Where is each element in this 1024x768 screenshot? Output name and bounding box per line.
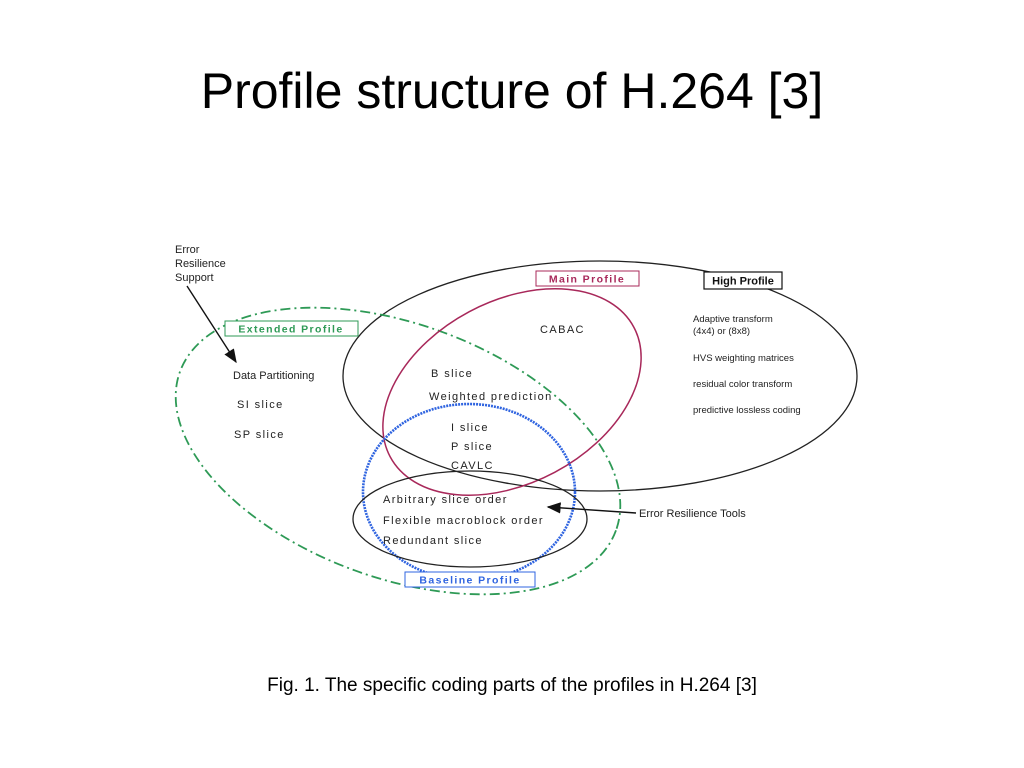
main-profile-label: Main Profile	[549, 274, 625, 286]
feature-arbitrary-slice-order: Arbitrary slice order	[383, 494, 508, 506]
main-profile-label-box	[535, 270, 640, 287]
feature-cavlc: CAVLC	[451, 460, 494, 472]
error-tools-ellipse	[352, 470, 588, 568]
support-arrow	[186, 285, 237, 364]
slide-title: Profile structure of H.264 [3]	[200, 63, 824, 119]
baseline-profile-label: Baseline Profile	[419, 575, 520, 587]
feature-data-partitioning: Data Partitioning	[233, 370, 314, 382]
extended-profile-label: Extended Profile	[238, 324, 343, 336]
feature-cabac: CABAC	[540, 324, 585, 336]
feature-weighted-prediction: Weighted prediction	[429, 391, 553, 403]
support-label-line-3: Support	[175, 272, 214, 284]
main-profile-ellipse	[382, 288, 642, 496]
feature-predictive-lossless: predictive lossless coding	[693, 405, 801, 416]
profile-diagram: Error Resilience Support Extended Profil…	[170, 232, 860, 617]
feature-flexible-macroblock-order: Flexible macroblock order	[383, 515, 544, 527]
feature-adaptive-transform: Adaptive transform	[693, 314, 773, 325]
feature-p-slice: P slice	[451, 441, 493, 453]
feature-b-slice: B slice	[431, 368, 473, 380]
error-tools-label: Error Resilience Tools	[639, 508, 746, 520]
extended-profile-label-box	[224, 320, 359, 337]
feature-transform-size: (4x4) or (8x8)	[693, 326, 750, 337]
support-label-line-1: Error	[175, 244, 200, 256]
tools-arrow	[546, 502, 637, 514]
extended-profile-ellipse	[174, 306, 622, 596]
feature-redundant-slice: Redundant slice	[383, 535, 483, 547]
figure-caption: Fig. 1. The specific coding parts of the…	[267, 675, 757, 696]
feature-residual-color: residual color transform	[693, 379, 792, 390]
baseline-profile-label-box	[404, 571, 536, 588]
feature-sp-slice: SP slice	[234, 429, 285, 441]
support-label-line-2: Resilience	[175, 258, 226, 270]
feature-si-slice: SI slice	[237, 399, 284, 411]
feature-hvs-weighting: HVS weighting matrices	[693, 353, 794, 364]
feature-i-slice: I slice	[451, 422, 489, 434]
high-profile-label-box	[703, 271, 783, 290]
baseline-profile-ellipse	[361, 402, 577, 582]
high-profile-label: High Profile	[712, 276, 774, 288]
high-profile-ellipse	[342, 260, 858, 492]
